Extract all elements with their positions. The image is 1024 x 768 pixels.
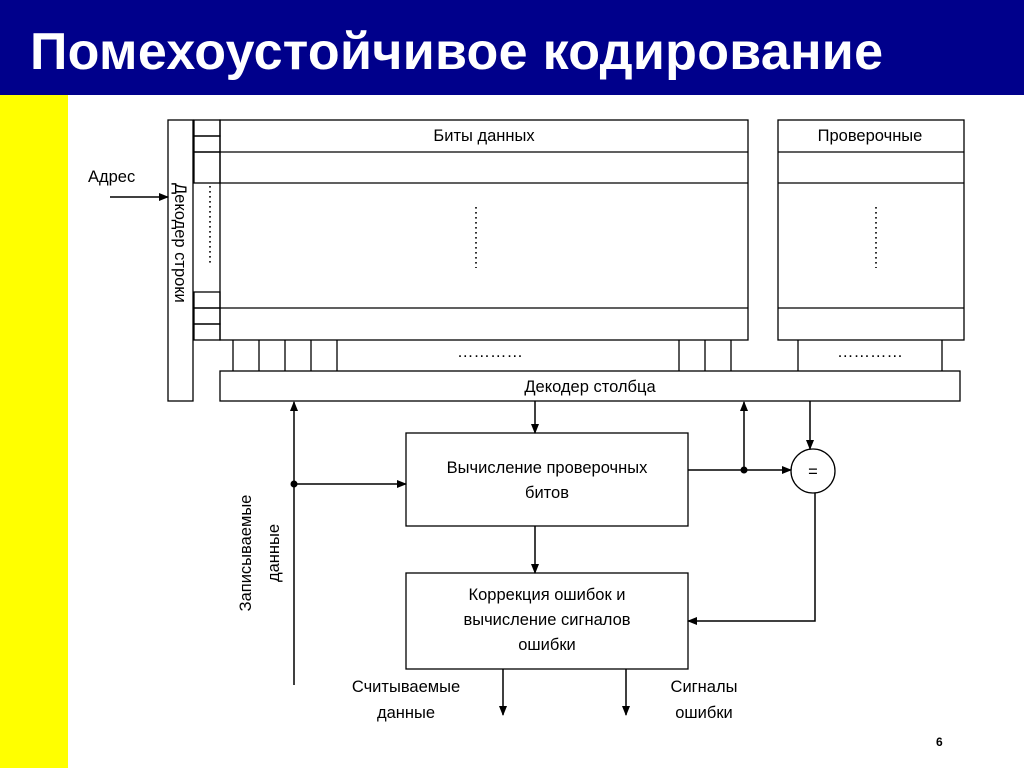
read-data-label-line1: Считываемые: [352, 678, 460, 696]
address-label: Адрес: [88, 168, 135, 186]
column-ellipsis-left: …………: [457, 343, 523, 361]
junction-dot: [740, 466, 748, 474]
row-port: [193, 135, 221, 153]
written-data-label-line2: данные: [265, 524, 283, 582]
read-data-label-line2: данные: [377, 704, 435, 722]
data-bits-label: Биты данных: [433, 127, 535, 145]
check-bits-compute-box: [405, 432, 689, 527]
data-bits-array: [219, 119, 749, 341]
correction-label-line2: вычисление сигналов: [463, 611, 630, 629]
correction-label-line3: ошибки: [518, 636, 576, 654]
correction-label-line1: Коррекция ошибок и: [469, 586, 626, 604]
check-bits-array: [777, 119, 965, 341]
check-compute-label-line1: Вычисление проверочных: [447, 459, 648, 477]
title-bar: Помехоустойчивое кодирование: [0, 0, 1024, 95]
row-port: [193, 151, 221, 184]
column-decoder-box: [219, 370, 961, 402]
row-port: [193, 323, 221, 341]
check-compute-label-line2: битов: [525, 484, 569, 502]
error-signals-label-line1: Сигналы: [671, 678, 738, 696]
junction-dot: [290, 480, 298, 488]
row-port: [193, 119, 221, 137]
written-data-label-line1: Записываемые: [237, 495, 255, 612]
comparator-to-correction-arrow: [687, 493, 816, 625]
side-accent-strip: [0, 95, 68, 768]
page-number: 6: [936, 735, 943, 749]
row-port: [193, 307, 221, 325]
check-bits-label: Проверочные: [818, 127, 923, 145]
row-decoder-box: [167, 119, 194, 402]
comparator-symbol: =: [808, 463, 818, 481]
error-signals-label-line2: ошибки: [675, 704, 733, 722]
column-decoder-label: Декодер столбца: [524, 378, 656, 396]
row-decoder-label: Декодер строки: [171, 183, 189, 303]
row-port: [193, 291, 221, 309]
slide-title: Помехоустойчивое кодирование: [30, 23, 884, 81]
column-ellipsis-right: …………: [837, 343, 903, 361]
